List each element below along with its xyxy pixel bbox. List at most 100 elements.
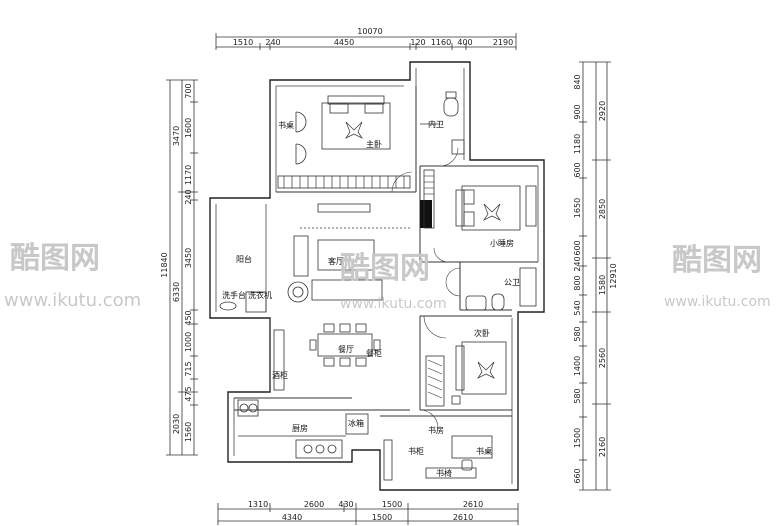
- bottom-dim-3: 430: [338, 500, 353, 509]
- top-dimensions: [215, 33, 517, 50]
- wine-cabinet-label: 酒柜: [272, 370, 288, 380]
- wardrobe-hatch-small: [424, 175, 434, 195]
- right-dim-7: 240: [573, 256, 582, 271]
- left-dimensions: [166, 79, 198, 456]
- small-bedroom-label: 小睡房: [490, 238, 514, 248]
- watermark-center: 酷图网 www.ikutu.com: [340, 251, 447, 312]
- watermark-brand-right: 酷图网: [672, 243, 762, 278]
- left-mid-dim-2: 6330: [172, 282, 181, 302]
- left-dim-1: 700: [184, 83, 193, 98]
- second-bed-icon: [476, 361, 496, 379]
- wardrobe-hatch-master: [283, 176, 405, 188]
- study-furniture: [383, 435, 493, 481]
- left-mid-dim-1: 3470: [172, 126, 181, 146]
- left-mid-dim-3: 2030: [172, 414, 181, 434]
- right-dim-14: 660: [573, 468, 582, 483]
- watermark-left: 酷图网 www.ikutu.com: [4, 241, 141, 311]
- right-dim-10: 580: [573, 326, 582, 341]
- second-bedroom: [425, 341, 507, 407]
- top-dim-7: 2190: [493, 38, 513, 47]
- bottom-dimensions: [217, 503, 519, 525]
- washbasin-label: 洗手台: [222, 290, 246, 300]
- watermark-brand-left: 酷图网: [10, 241, 100, 276]
- inner-bathroom: [420, 91, 465, 155]
- wardrobe-hatch-second: [427, 359, 443, 399]
- outer-walls: [209, 61, 545, 491]
- small-bed-icon: [482, 203, 502, 221]
- structural-column: [420, 200, 432, 228]
- master-bedroom: [277, 95, 411, 189]
- watermark-url-left: www.ikutu.com: [4, 290, 141, 311]
- watermark-right: 酷图网 www.ikutu.com: [664, 243, 771, 310]
- left-dim-10: 1560: [184, 422, 193, 442]
- top-total-dim: 10070: [357, 27, 382, 36]
- right-dimensions: [579, 61, 611, 491]
- right-dim-6: 600: [573, 240, 582, 255]
- master-bedroom-label: 主卧: [366, 139, 382, 149]
- right-mid-dim-4: 2560: [598, 348, 607, 368]
- bottom-dim-2: 2600: [304, 500, 324, 509]
- top-dim-3: 4450: [334, 38, 354, 47]
- door-swings: [391, 147, 461, 429]
- public-bathroom-label: 公卫: [504, 278, 520, 287]
- public-bathroom: [465, 267, 537, 311]
- right-mid-dim-5: 2160: [598, 437, 607, 457]
- right-mid-dim-1: 2920: [598, 101, 607, 121]
- right-dim-11: 1400: [573, 356, 582, 376]
- top-dim-2: 240: [265, 38, 280, 47]
- right-dim-2: 900: [573, 104, 582, 119]
- watermark-url-center: www.ikutu.com: [340, 296, 447, 312]
- bottom-dim-7: 1500: [372, 513, 392, 522]
- right-dim-8: 800: [573, 275, 582, 290]
- fridge-label: 冰箱: [348, 418, 364, 428]
- living-room-label: 客厅: [328, 256, 344, 266]
- balcony-fixtures: [219, 291, 267, 313]
- left-dim-5: 3450: [184, 248, 193, 268]
- right-dim-13: 1500: [573, 428, 582, 448]
- left-dim-7: 1000: [184, 332, 193, 352]
- study-label: 书房: [428, 425, 444, 435]
- bottom-dim-6: 4340: [282, 513, 302, 522]
- living-room-furniture: [287, 203, 410, 303]
- right-dim-1: 840: [573, 74, 582, 89]
- left-dim-6: 450: [184, 310, 193, 325]
- watermark-url-right: www.ikutu.com: [664, 294, 771, 310]
- study-desk-label: 书桌: [476, 446, 492, 456]
- kitchen-fixtures: [237, 399, 369, 459]
- master-bed-icon: [344, 121, 364, 139]
- study-chair-label: 书椅: [436, 468, 452, 478]
- left-dim-4: 240: [184, 189, 193, 204]
- left-dim-8: 715: [184, 361, 193, 376]
- right-dim-4: 600: [573, 162, 582, 177]
- top-dim-6: 400: [457, 38, 472, 47]
- right-total-dim: 12910: [609, 263, 618, 288]
- watermark-brand-center: 酷图网: [340, 251, 430, 286]
- top-dim-1: 1510: [233, 38, 253, 47]
- top-dim-4: 120: [410, 38, 425, 47]
- top-dim-5: 1160: [431, 38, 451, 47]
- right-dim-12: 580: [573, 388, 582, 403]
- laundry-label: 洗衣机: [248, 290, 272, 300]
- bottom-dim-5: 2610: [463, 500, 483, 509]
- bottom-dim-4: 1500: [382, 500, 402, 509]
- right-dim-3: 1180: [573, 134, 582, 154]
- left-total-dim: 11840: [160, 252, 169, 277]
- study-shelf-label: 书柜: [408, 446, 424, 456]
- dining-room-label: 餐厅: [338, 345, 354, 354]
- small-bedroom: [423, 169, 537, 231]
- balcony-label: 阳台: [236, 254, 252, 264]
- master-bookcase-label: 书桌: [278, 120, 294, 130]
- right-dim-5: 1650: [573, 198, 582, 218]
- left-dim-2: 1600: [184, 118, 193, 138]
- left-dim-3: 1170: [184, 165, 193, 185]
- right-mid-dim-3: 1580: [598, 275, 607, 295]
- right-mid-dim-2: 2850: [598, 199, 607, 219]
- kitchen-label: 厨房: [292, 423, 308, 433]
- right-dim-9: 540: [573, 300, 582, 315]
- second-bedroom-label: 次卧: [474, 328, 490, 338]
- inner-bathroom-label: 内卫: [428, 119, 444, 129]
- dining-furniture: [273, 323, 381, 391]
- bottom-dim-8: 2610: [453, 513, 473, 522]
- left-dim-9: 475: [184, 386, 193, 401]
